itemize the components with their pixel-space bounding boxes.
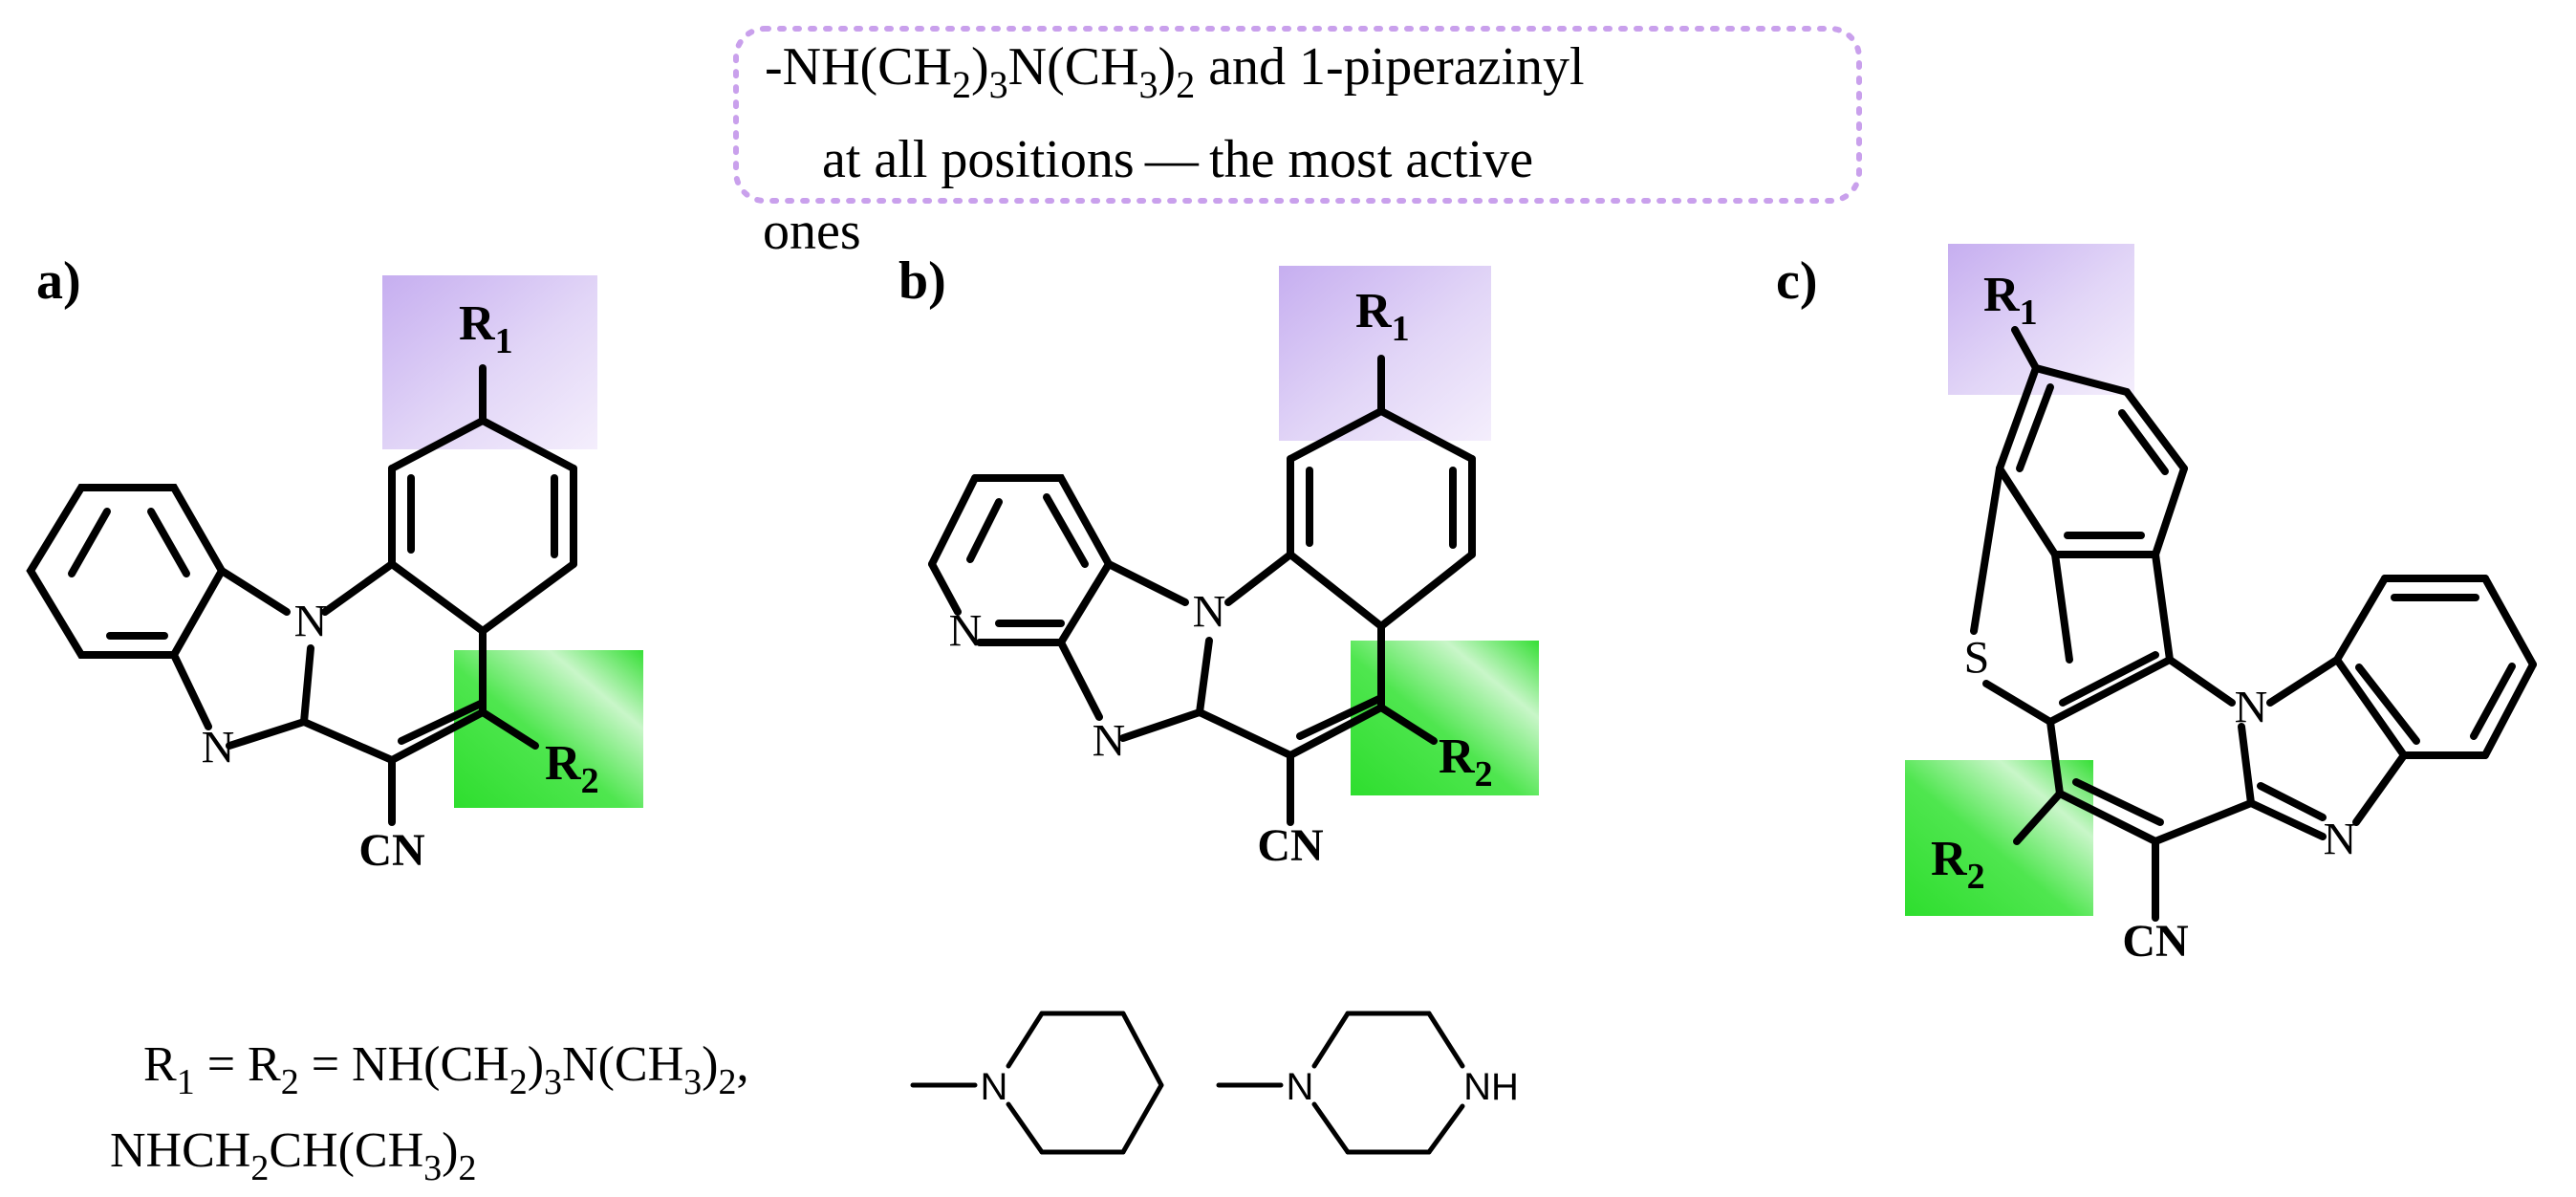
- substituent-definitions: R1 = R2 = NH(CH2)3N(CH3)2, NHCH2CH(CH3)2…: [110, 1011, 1519, 1188]
- panel-b: b): [898, 251, 1539, 871]
- note-line-3: ones: [763, 202, 861, 261]
- panel-c-bonds: [1970, 326, 2537, 922]
- panel-c-r1-label: R1: [1983, 268, 2038, 333]
- panel-c-cn-label: CN: [2122, 916, 2189, 967]
- panel-a: a): [26, 251, 643, 876]
- substituent-line-1: R1 = R2 = NH(CH2)3N(CH3)2,: [143, 1037, 748, 1102]
- panel-b-atom-n-bridge: N: [1193, 587, 1226, 638]
- panel-c-atom-n-imine: N: [2324, 815, 2357, 865]
- piperidine-atom-n: N: [981, 1066, 1008, 1108]
- panel-b-bonds: [928, 355, 1476, 826]
- substituent-line-2: NHCH2CH(CH3)2: [110, 1123, 476, 1188]
- panel-c-label: c): [1776, 251, 1818, 311]
- panel-a-bonds: [26, 364, 577, 826]
- panel-a-atom-n-imine: N: [202, 723, 235, 773]
- panel-b-cn-label: CN: [1257, 820, 1324, 871]
- panel-a-r1-label: R1: [459, 296, 513, 361]
- note-line-1: -NH(CH2)3N(CH3)2 and 1-piperazinyl: [765, 37, 1585, 106]
- panel-a-r2-label: R2: [545, 736, 599, 801]
- note-line-2: at all positions — the most active: [822, 130, 1533, 189]
- panel-a-cn-label: CN: [358, 825, 425, 876]
- panel-a-label: a): [36, 251, 81, 311]
- panel-c-r2-label: R2: [1931, 832, 1985, 897]
- piperazine-atom-n: N: [1287, 1066, 1314, 1108]
- panel-b-r2-label: R2: [1439, 729, 1493, 794]
- panel-b-r1-label: R1: [1355, 284, 1410, 349]
- panel-c-atom-n-bridge: N: [2235, 683, 2268, 733]
- panel-a-atom-n-bridge: N: [294, 597, 328, 647]
- panel-b-atom-n-imine: N: [1093, 716, 1126, 767]
- note-callout: -NH(CH2)3N(CH3)2 and 1-piperazinyl at al…: [733, 26, 1862, 261]
- piperazine-structure: N NH: [1216, 1011, 1519, 1155]
- panel-b-label: b): [898, 251, 946, 311]
- piperazine-atom-nh: NH: [1463, 1066, 1519, 1108]
- piperidine-structure: N: [910, 1011, 1164, 1155]
- panel-c: c): [1776, 244, 2537, 967]
- panel-c-atom-s: S: [1964, 633, 1990, 684]
- note-dashed-border: [733, 26, 1862, 204]
- panel-b-atom-n-pyridine: N: [949, 606, 983, 657]
